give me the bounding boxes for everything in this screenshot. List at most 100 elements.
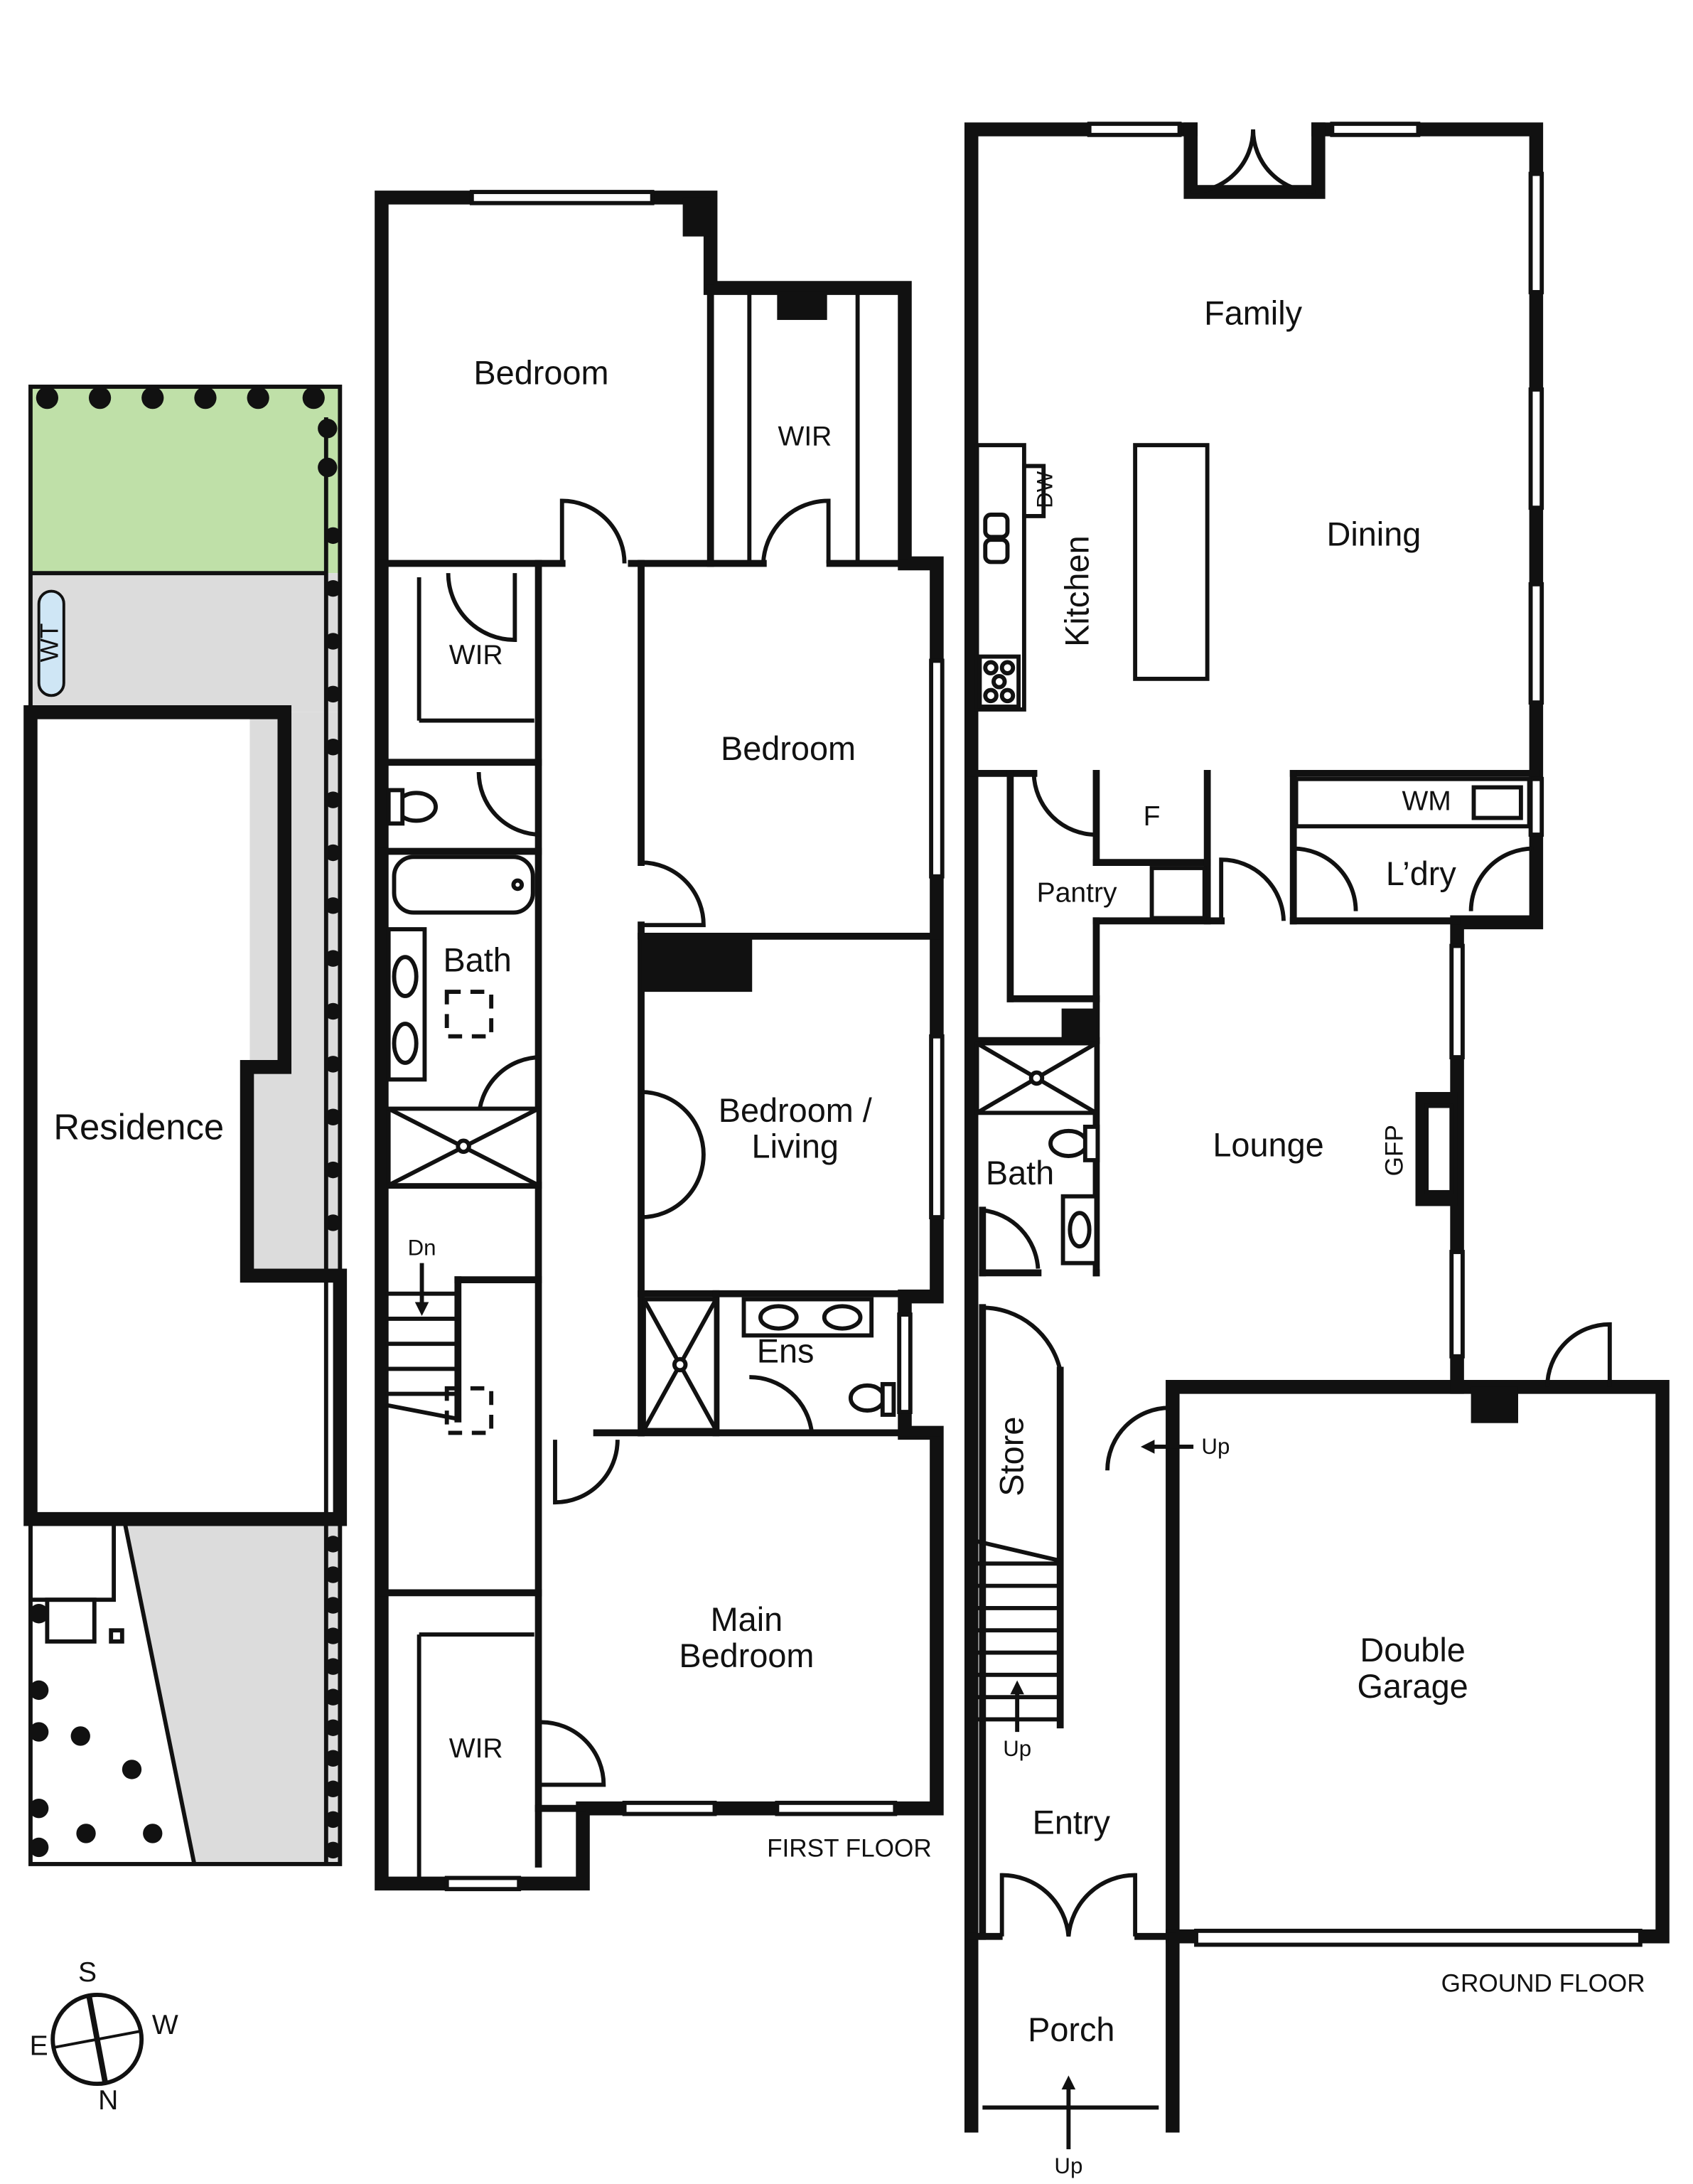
arrow-left-icon	[1140, 1440, 1155, 1454]
room-label-porch: Porch	[1028, 2011, 1114, 2048]
tree-icon	[324, 1161, 342, 1179]
burner-icon	[999, 687, 1016, 704]
tree-icon	[324, 633, 342, 650]
tree-icon	[122, 1760, 142, 1779]
tree-icon	[143, 1824, 163, 1843]
room-label-bath: Bath	[443, 941, 511, 978]
tree-icon	[324, 685, 342, 703]
water-tank-label: WT	[36, 623, 64, 663]
tree-icon	[247, 386, 269, 410]
arrow-down-icon	[414, 1302, 429, 1317]
label-dishwasher: DW	[1032, 471, 1057, 508]
room-label-store: Store	[994, 1417, 1031, 1497]
tree-icon	[324, 1811, 342, 1829]
meter-box	[109, 1628, 124, 1644]
window	[622, 1800, 717, 1816]
post-block	[1061, 1008, 1097, 1042]
tree-icon	[324, 950, 342, 967]
tree-icon	[324, 1056, 342, 1073]
tree-icon	[194, 386, 217, 410]
window	[1528, 171, 1544, 294]
room-label-bedroom-living-2: Living	[752, 1128, 839, 1165]
room-label-kitchen: Kitchen	[1058, 535, 1095, 647]
toilet-cistern	[880, 1381, 896, 1417]
basin	[392, 955, 419, 998]
tree-icon	[324, 844, 342, 862]
first-floor: Dn Bedroom WIR WIR Bedroom Bath Bedroom …	[375, 190, 945, 1892]
toilet-cistern	[1082, 1124, 1100, 1162]
window	[444, 1875, 522, 1892]
room-label-wir-left: WIR	[449, 640, 503, 670]
sink	[983, 537, 1010, 564]
label-gas-fireplace: GFP	[1380, 1125, 1408, 1176]
bathtub	[392, 855, 535, 915]
burner-icon	[983, 687, 999, 704]
garage-up-label: Up	[1201, 1434, 1230, 1459]
window	[1528, 776, 1544, 837]
window	[1087, 122, 1182, 137]
tree-icon	[324, 739, 342, 756]
window	[929, 658, 945, 879]
site-plan: WT Residence	[23, 385, 348, 1866]
room-label-main-bedroom-2: Bedroom	[679, 1637, 814, 1674]
window	[929, 1034, 945, 1220]
tree-icon	[318, 418, 338, 439]
tree-icon	[324, 579, 342, 597]
garage-door	[1194, 1928, 1643, 1947]
label-fridge: F	[1144, 801, 1161, 832]
ground-floor-interior-walls	[967, 770, 1540, 2129]
front-wall-box	[28, 1521, 117, 1602]
room-label-garage-2: Garage	[1357, 1668, 1468, 1705]
room-label-lounge: Lounge	[1213, 1127, 1323, 1164]
skylight	[444, 990, 494, 1039]
tree-icon	[324, 1627, 342, 1644]
floor-label-first: FIRST FLOOR	[767, 1835, 932, 1863]
rear-door-bay	[1183, 122, 1326, 199]
room-label-main-bedroom: Main	[711, 1601, 783, 1638]
tree-icon	[29, 1604, 49, 1624]
bath-drain-icon	[511, 878, 525, 892]
tree-cluster-front	[29, 1604, 163, 1858]
letterbox-area	[45, 1597, 97, 1644]
shower-drain-icon	[1028, 1070, 1045, 1086]
toilet	[848, 1383, 886, 1413]
chimney-block	[777, 291, 827, 321]
burner-icon	[991, 674, 1007, 690]
post-block	[1471, 1386, 1518, 1423]
tree-icon	[324, 791, 342, 808]
garden-area	[30, 386, 340, 574]
ground-floor-doors	[982, 129, 1612, 1937]
kitchen-island	[1133, 443, 1210, 681]
shower-drain-icon	[456, 1138, 471, 1155]
basin	[392, 1022, 419, 1065]
tree-icon	[88, 386, 112, 410]
room-label-entry: Entry	[1033, 1804, 1111, 1841]
label-washing-machine: WM	[1402, 786, 1451, 816]
tree-icon	[29, 1722, 49, 1742]
sink	[983, 513, 1010, 540]
stair-up-label: Up	[1003, 1736, 1031, 1761]
room-label-laundry: L’dry	[1386, 855, 1456, 892]
basin	[758, 1304, 799, 1331]
compass-west: W	[152, 2010, 178, 2040]
room-label-wir-rear: WIR	[778, 422, 832, 452]
tree-row-side	[324, 527, 342, 1859]
skylight	[444, 1386, 494, 1435]
first-floor-stair: Dn	[385, 1235, 494, 1435]
tree-icon	[324, 1780, 342, 1798]
tree-icon	[324, 1750, 342, 1767]
burner-icon	[983, 660, 999, 675]
residence-footprint	[23, 705, 348, 1526]
window	[1528, 387, 1544, 510]
window	[1449, 943, 1465, 1060]
compass-south: S	[78, 1957, 97, 1988]
room-label-family: Family	[1204, 295, 1302, 332]
room-label-bath: Bath	[986, 1155, 1054, 1192]
room-label-bedroom-living: Bedroom /	[719, 1092, 873, 1129]
room-label-pantry: Pantry	[1037, 877, 1117, 908]
tree-icon	[302, 386, 325, 410]
window	[1330, 122, 1421, 137]
compass-east: E	[30, 2031, 48, 2062]
porch-up-indicator: Up	[982, 2075, 1159, 2178]
